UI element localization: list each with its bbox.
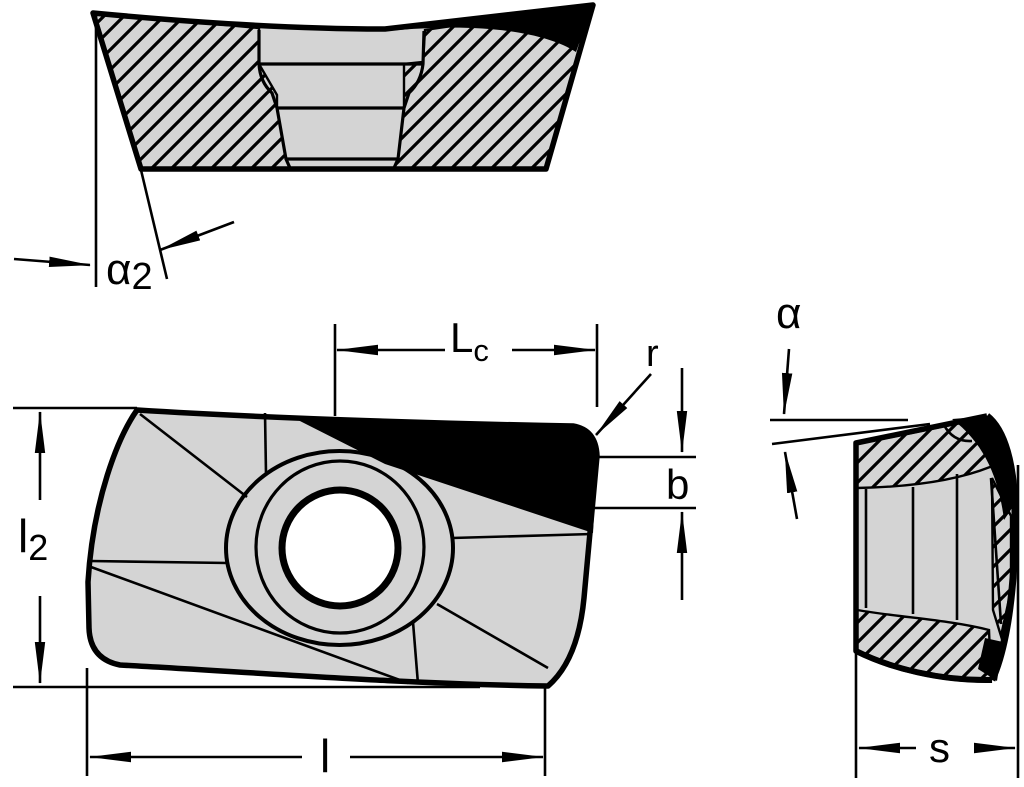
dim-alpha2: α2 xyxy=(13,220,235,298)
countersink-outer-ellipse xyxy=(224,449,455,647)
dim-l: l xyxy=(85,668,547,782)
dim-s: s xyxy=(854,465,1020,778)
dim-lc: Lc xyxy=(333,314,599,416)
facet-line xyxy=(90,565,409,685)
side-view: α s xyxy=(770,289,1020,778)
front-view: Lc r b l2 l xyxy=(13,314,696,782)
screw-hole-profile xyxy=(257,30,426,169)
label-alpha: α xyxy=(776,289,801,338)
label-s: s xyxy=(929,724,950,771)
side-cutting-edge-top xyxy=(952,416,1014,520)
side-right-edge xyxy=(984,413,1019,682)
top-section-view: α2 xyxy=(13,2,596,298)
side-facet-lines xyxy=(864,424,1003,625)
cutting-edge-facet xyxy=(292,417,597,533)
side-outline xyxy=(853,413,993,683)
label-l2: l2 xyxy=(18,510,48,568)
corner-profile-arc xyxy=(942,424,973,443)
alpha2-arrow-left xyxy=(13,256,91,267)
label-l: l xyxy=(320,730,330,782)
center-hole xyxy=(224,449,455,647)
bore xyxy=(278,486,402,610)
facet-lines xyxy=(89,412,593,685)
dim-r: r xyxy=(595,333,659,436)
facet-line xyxy=(411,621,420,685)
label-b: b xyxy=(666,461,689,508)
label-r: r xyxy=(646,333,659,375)
countersink-inner-ellipse xyxy=(254,459,426,635)
facet-line xyxy=(263,412,268,475)
facet-line xyxy=(989,477,1003,625)
facet-line xyxy=(139,412,248,499)
section-outline xyxy=(90,2,596,172)
alpha2-arrow-right xyxy=(159,220,235,252)
dim-b: b xyxy=(591,368,696,600)
facet-line xyxy=(436,602,549,670)
alpha-arrow-bottom xyxy=(783,451,799,520)
dim-alpha: α xyxy=(770,289,931,520)
label-alpha2: α2 xyxy=(106,245,153,298)
facet-line xyxy=(451,532,593,540)
label-lc: Lc xyxy=(450,314,489,368)
flank-extension-line xyxy=(139,169,169,280)
section-cutting-edge xyxy=(388,4,593,52)
dim-l2: l2 xyxy=(13,406,480,689)
r-leader-arrow xyxy=(595,373,652,436)
insert-outline xyxy=(85,407,600,689)
facet-line xyxy=(89,559,229,565)
alpha-reference-slanted xyxy=(771,422,931,446)
alpha-arrow-top xyxy=(781,348,793,415)
